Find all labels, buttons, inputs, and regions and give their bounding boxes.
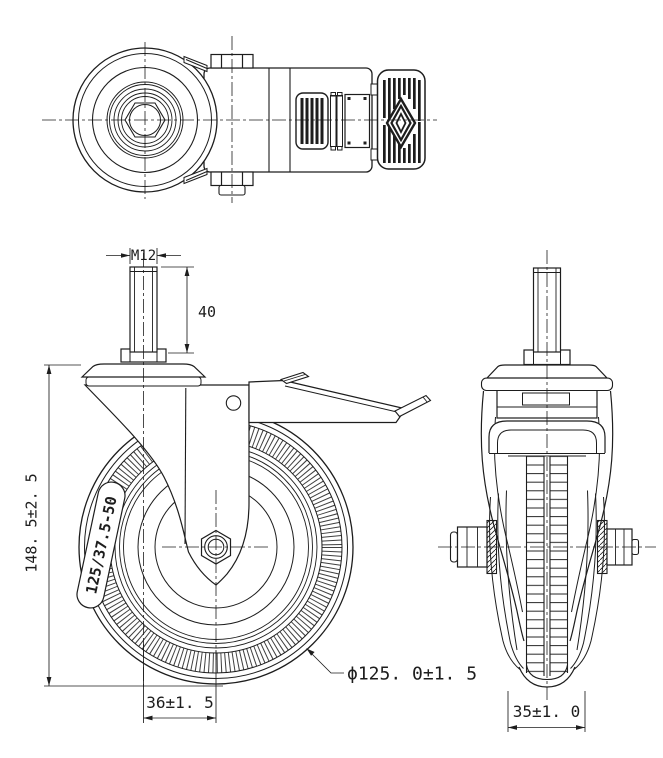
dimensions: M12 40 148. 5±2. 5 36±1. 5 [23, 248, 586, 732]
dim-wheel-width: 35±1. 0 [507, 691, 586, 732]
offset-text: 36±1. 5 [146, 693, 213, 712]
overall-height-text: 148. 5±2. 5 [23, 473, 41, 572]
brake-lever [394, 394, 432, 418]
yoke-tabs [183, 55, 208, 185]
brake-housing [225, 371, 432, 424]
brake-pedal [376, 69, 426, 170]
side-tire-profile [489, 490, 605, 688]
label-plate [522, 392, 570, 406]
dim-overall-height: 148. 5±2. 5 [23, 364, 223, 687]
threaded-stem-side [523, 267, 571, 366]
top-view [72, 47, 426, 196]
side-view [449, 267, 640, 688]
brake-grille [295, 92, 329, 150]
fork-hole [225, 395, 242, 411]
dim-wheel-diameter: ϕ125. 0±1. 5 [306, 648, 477, 685]
brake-hinge [330, 92, 343, 151]
wheel-width-text: 35±1. 0 [513, 702, 580, 721]
stem-length-text: 40 [198, 303, 216, 321]
brake-plate [344, 93, 371, 149]
diamond-logo-icon [385, 96, 417, 150]
centerlines [42, 36, 656, 700]
wheel-diameter-text: ϕ125. 0±1. 5 [347, 664, 477, 685]
tread-strips [508, 455, 586, 681]
front-view: 125/37.5-50 [76, 266, 432, 685]
dim-stem-length: 40 [161, 266, 216, 354]
